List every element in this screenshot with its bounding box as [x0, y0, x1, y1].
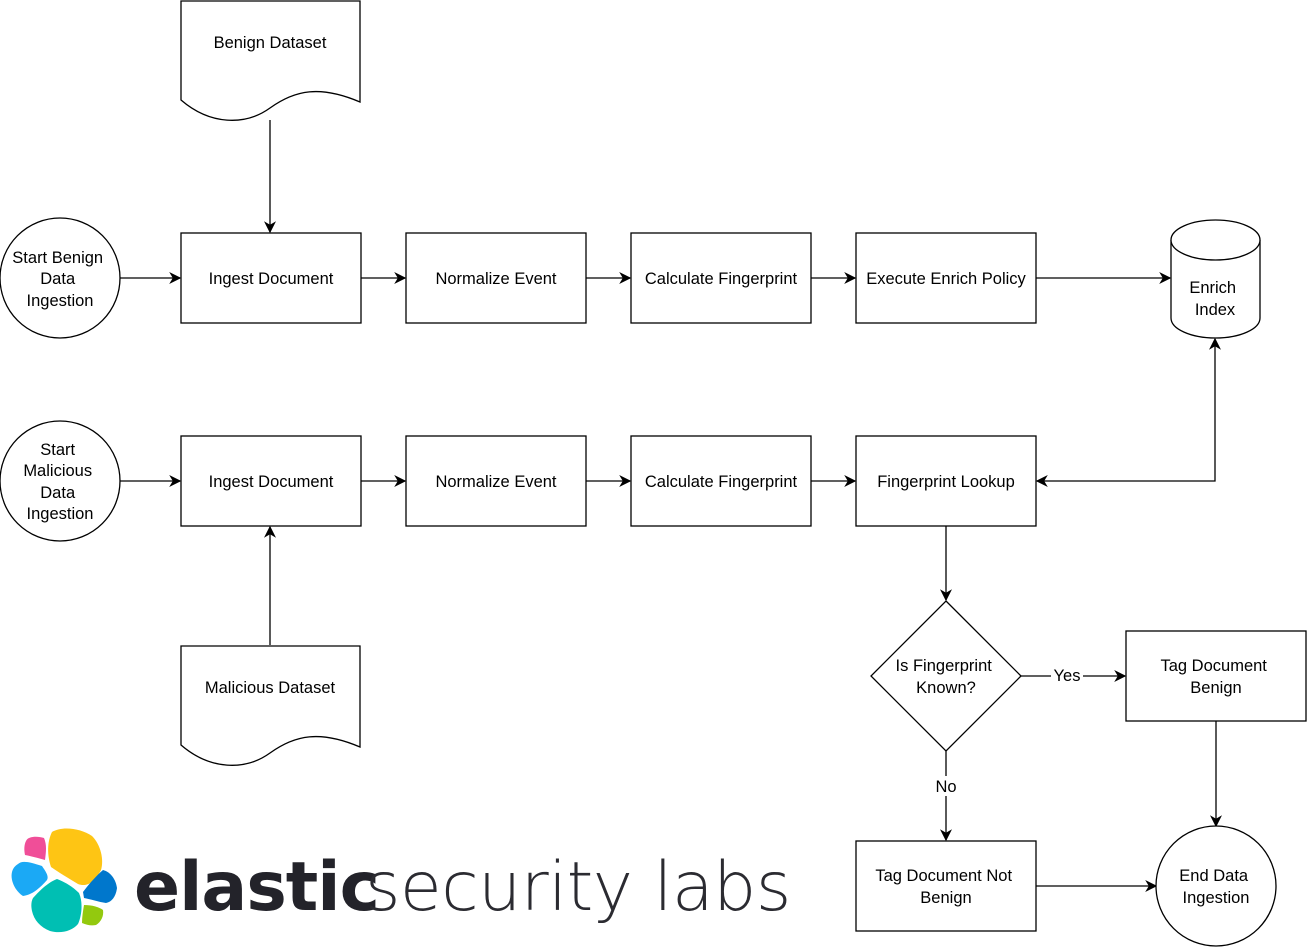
node-mal-ingest-label: Ingest Document: [209, 473, 334, 491]
logo-petal-pink: [24, 836, 46, 860]
edge-label-no: No: [935, 778, 956, 796]
node-benign-normalize-label: Normalize Event: [435, 270, 556, 288]
edges: Yes No: [120, 120, 1222, 892]
edge-label-yes: Yes: [1054, 667, 1081, 685]
node-mal-ingest[interactable]: Ingest Document: [180, 435, 362, 527]
node-start-benign[interactable]: Start Benign Data Ingestion: [0, 217, 121, 339]
node-benign-fingerprint-label: Calculate Fingerprint: [645, 270, 798, 288]
logo-petal-light-blue: [11, 861, 48, 896]
logo-brand-text: elastic: [134, 848, 379, 927]
elastic-security-labs-logo: elastic security labs: [11, 828, 791, 933]
node-benign-fingerprint[interactable]: Calculate Fingerprint: [630, 232, 812, 324]
logo-petal-yellow: [48, 828, 103, 886]
elastic-logo-icon: [11, 828, 117, 933]
edge-lookup-enrich-index-bidirectional: [1035, 337, 1221, 487]
node-execute-enrich-policy-label: Execute Enrich Policy: [866, 270, 1026, 288]
node-mal-fingerprint-label: Calculate Fingerprint: [645, 473, 798, 491]
logo-petal-teal: [31, 879, 82, 933]
node-benign-normalize[interactable]: Normalize Event: [405, 232, 587, 324]
node-malicious-dataset-label: Malicious Dataset: [205, 679, 336, 697]
node-execute-enrich-policy[interactable]: Execute Enrich Policy: [855, 232, 1037, 324]
node-end-label: End Data Ingestion: [1179, 867, 1252, 907]
node-benign-ingest[interactable]: Ingest Document: [180, 232, 362, 324]
node-malicious-dataset[interactable]: Malicious Dataset: [180, 645, 361, 766]
logo-product-text: security labs: [365, 848, 791, 927]
logo-petal-green: [82, 905, 104, 926]
node-mal-normalize[interactable]: Normalize Event: [405, 435, 587, 527]
node-fingerprint-lookup-label: Fingerprint Lookup: [877, 473, 1015, 491]
node-tag-not-benign[interactable]: Tag Document Not Benign: [855, 840, 1037, 932]
node-benign-dataset-label: Benign Dataset: [214, 34, 327, 52]
node-tag-benign[interactable]: Tag Document Benign: [1125, 630, 1307, 722]
node-tag-not-benign-label: Tag Document Not Benign: [875, 867, 1016, 907]
node-end-data-ingestion[interactable]: End Data Ingestion: [1155, 825, 1277, 947]
node-benign-ingest-label: Ingest Document: [209, 270, 334, 288]
logo-petal-blue: [83, 870, 117, 903]
node-decision-fingerprint-known[interactable]: Is Fingerprint Known?: [870, 600, 1022, 752]
node-enrich-index-label: Enrich Index: [1189, 279, 1240, 319]
node-fingerprint-lookup[interactable]: Fingerprint Lookup: [855, 435, 1037, 527]
node-start-benign-label: Start Benign Data Ingestion: [12, 249, 107, 310]
node-mal-fingerprint[interactable]: Calculate Fingerprint: [630, 435, 812, 527]
node-decision-label: Is Fingerprint Known?: [896, 657, 997, 697]
node-benign-dataset[interactable]: Benign Dataset: [180, 0, 361, 121]
node-enrich-index[interactable]: Enrich Index: [1170, 219, 1261, 339]
node-start-malicious-label: Start Malicious Data Ingestion: [23, 441, 96, 523]
node-mal-normalize-label: Normalize Event: [435, 473, 556, 491]
node-tag-benign-label: Tag Document Benign: [1161, 657, 1272, 697]
node-start-malicious[interactable]: Start Malicious Data Ingestion: [0, 420, 121, 542]
